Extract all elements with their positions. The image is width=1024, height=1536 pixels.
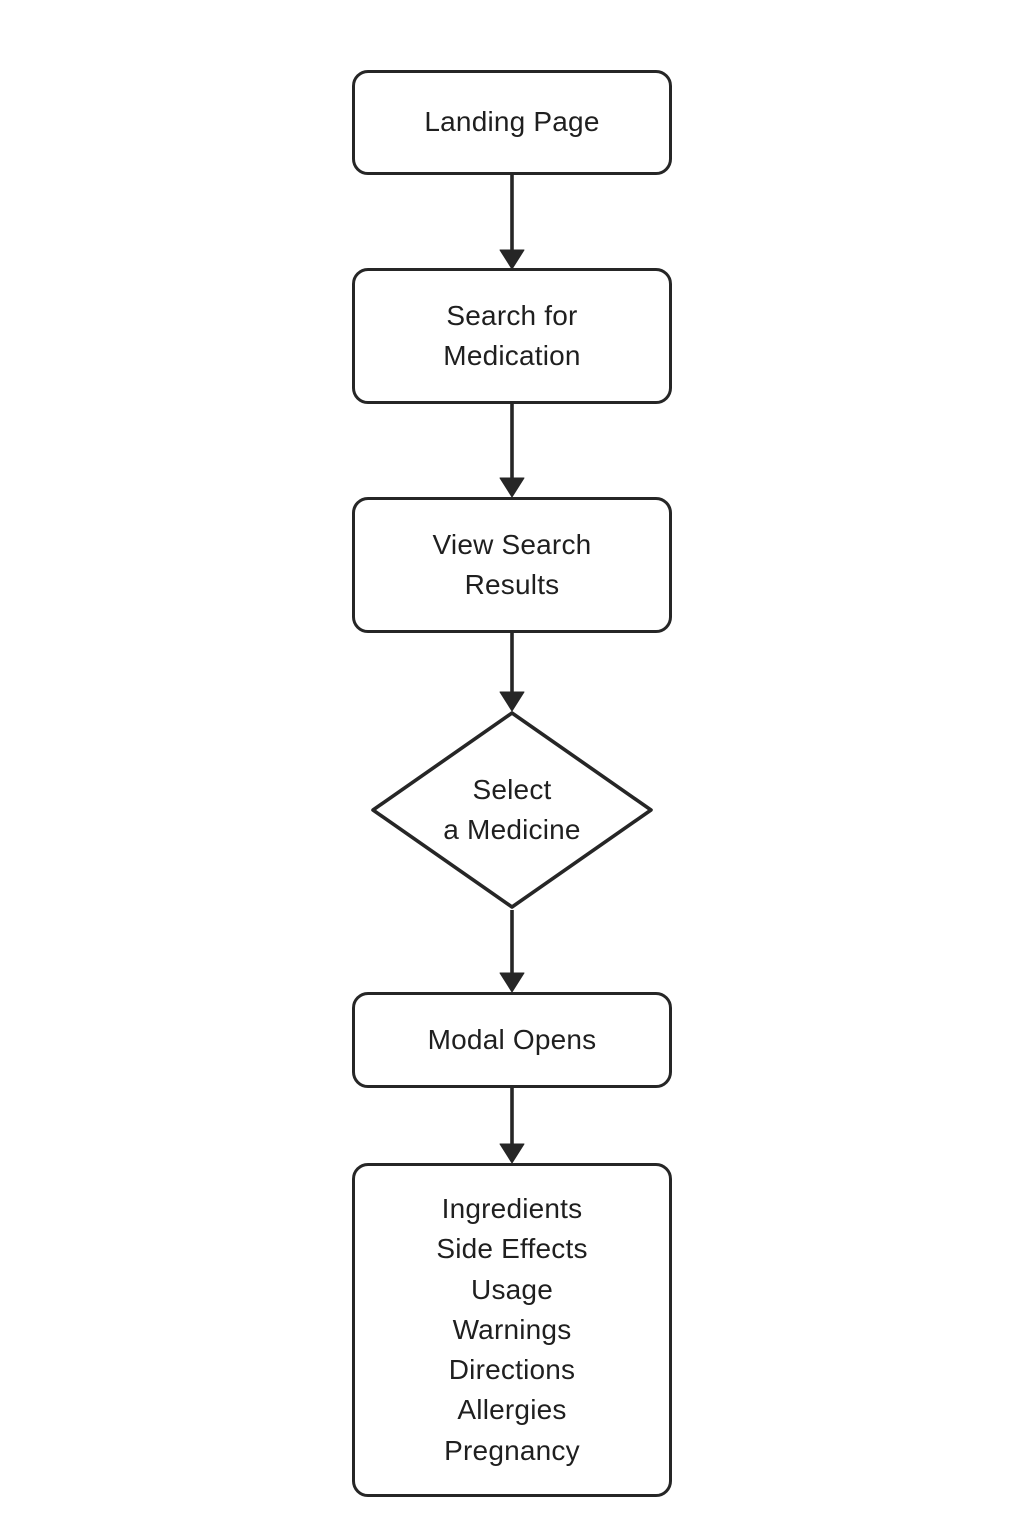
node-select-a-medicine: Select a Medicine: [370, 710, 654, 910]
node-landing-page: Landing Page: [352, 70, 672, 175]
node-search-for-medication: Search for Medication: [352, 268, 672, 404]
node-view-search-results: View Search Results: [352, 497, 672, 633]
edge-landing-to-search: [499, 175, 525, 270]
edge-results-to-select: [499, 633, 525, 712]
diamond-shape: [371, 711, 653, 909]
node-modal-opens-label: Modal Opens: [427, 1023, 597, 1055]
node-medication-details-label: Ingredients Side Effects Usage Warnings …: [436, 1192, 588, 1466]
node-select-a-medicine-label: Select a Medicine: [443, 773, 581, 845]
node-view-search-results-label: View Search Results: [432, 528, 592, 600]
node-landing-page-label: Landing Page: [424, 106, 600, 138]
edge-select-to-modal: [499, 910, 525, 993]
node-search-for-medication-label: Search for Medication: [443, 299, 581, 371]
edge-search-to-results: [499, 403, 525, 498]
node-medication-details: Ingredients Side Effects Usage Warnings …: [352, 1163, 672, 1497]
node-modal-opens: Modal Opens: [352, 992, 672, 1088]
edge-modal-to-details: [499, 1088, 525, 1164]
